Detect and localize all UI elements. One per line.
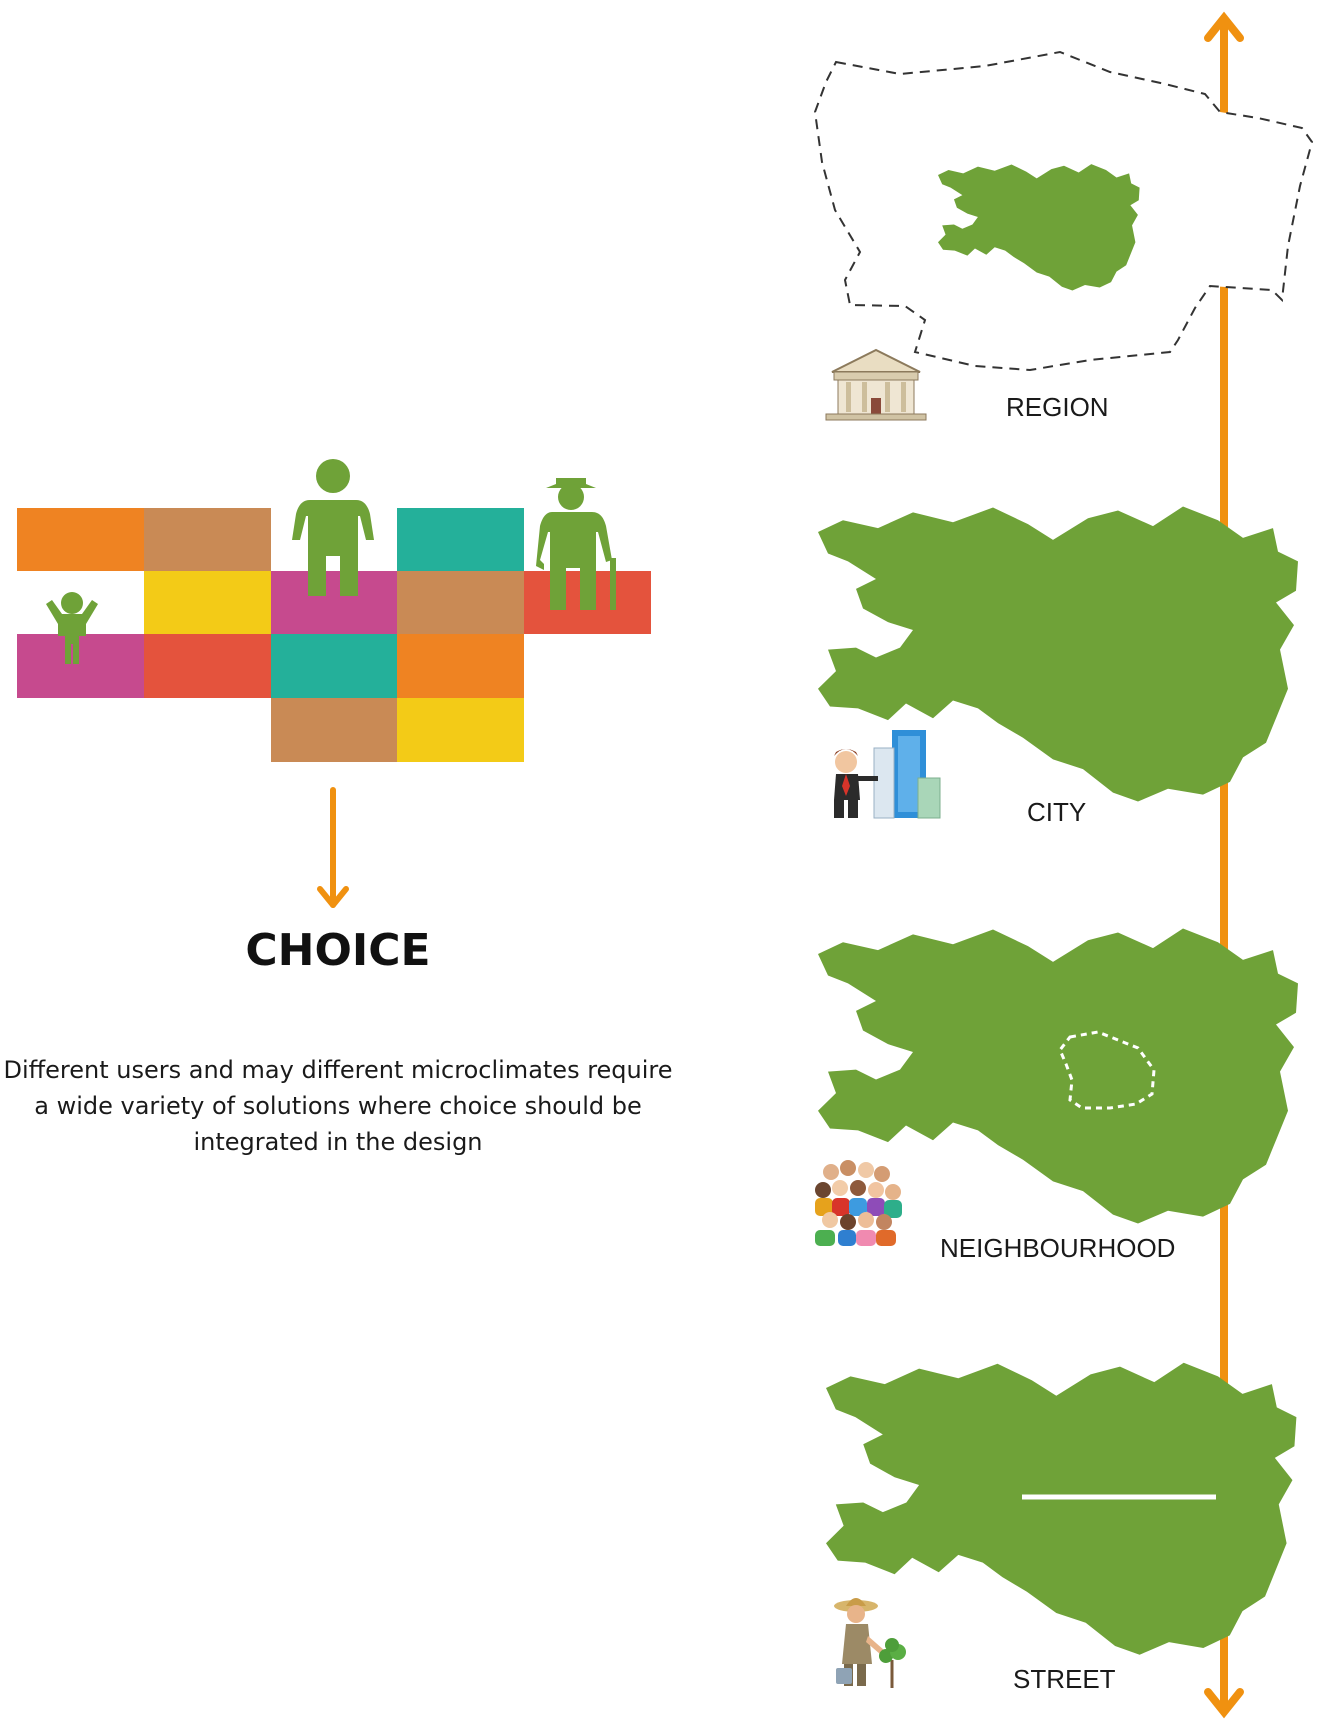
- town-hall-icon: [825, 348, 927, 421]
- adult-icon: [292, 459, 374, 596]
- grid-cell: [144, 571, 271, 634]
- child-icon: [46, 592, 98, 664]
- elderly-man-icon: [536, 478, 616, 610]
- choice-grid: [17, 508, 651, 762]
- grid-cell: [397, 634, 524, 698]
- grid-cell: [397, 698, 524, 762]
- grid-cell: [17, 634, 144, 698]
- neighbourhood-boundary: [1058, 1030, 1156, 1110]
- scale-label-city: CITY: [1027, 797, 1087, 827]
- neighbourhood-land-shape: [818, 928, 1298, 1224]
- grid-cell: [271, 571, 397, 634]
- grid-cell: [144, 508, 271, 571]
- choice-title: CHOICE: [245, 925, 431, 976]
- grid-cell: [144, 634, 271, 698]
- crowd-icon: [815, 1160, 902, 1246]
- businessman-buildings-icon: [834, 730, 941, 819]
- grid-cell: [397, 571, 524, 634]
- description-line: a wide variety of solutions where choice…: [34, 1092, 642, 1120]
- description-line: Different users and may different microc…: [3, 1056, 673, 1084]
- scale-label-neighbourhood: NEIGHBOURHOOD: [940, 1233, 1176, 1263]
- choice-description: Different users and may different microc…: [0, 1052, 676, 1160]
- gardener-icon: [834, 1598, 906, 1688]
- street-land-shape: [826, 1362, 1297, 1655]
- down-arrow-icon: [317, 787, 349, 908]
- grid-cell: [271, 698, 397, 762]
- scale-label-region: REGION: [1006, 392, 1109, 422]
- scale-label-street: STREET: [1013, 1664, 1116, 1694]
- description-line: integrated in the design: [193, 1128, 483, 1156]
- grid-cell: [271, 634, 397, 698]
- grid-cell: [397, 508, 524, 571]
- grid-cell: [17, 508, 144, 571]
